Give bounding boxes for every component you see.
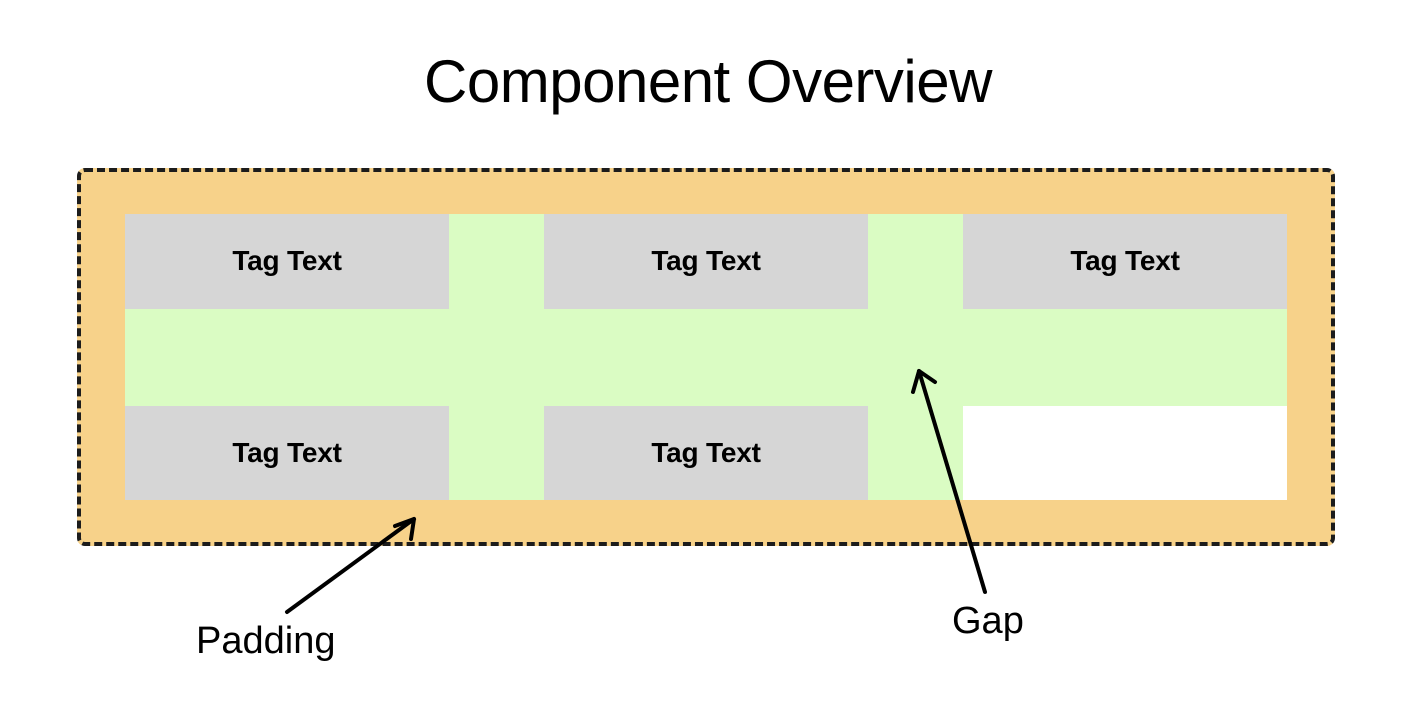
gap-region: Tag Text Tag Text Tag Text Tag Text Tag … [125,214,1287,500]
tag-label: Tag Text [232,436,342,468]
tag-label: Tag Text [651,245,761,277]
empty-slot [963,405,1287,500]
tag-label: Tag Text [651,436,761,468]
tag-chip[interactable]: Tag Text [125,214,449,309]
gap-callout-label: Gap [952,600,1024,642]
page-title: Component Overview [424,48,992,115]
tag-chip[interactable]: Tag Text [125,405,449,500]
tag-chip[interactable]: Tag Text [544,405,868,500]
tag-label: Tag Text [1070,245,1180,277]
tag-label: Tag Text [232,245,342,277]
padding-callout-label: Padding [196,620,336,662]
tag-chip[interactable]: Tag Text [544,214,868,309]
padding-region: Tag Text Tag Text Tag Text Tag Text Tag … [77,168,1335,546]
tag-chip[interactable]: Tag Text [963,214,1287,309]
